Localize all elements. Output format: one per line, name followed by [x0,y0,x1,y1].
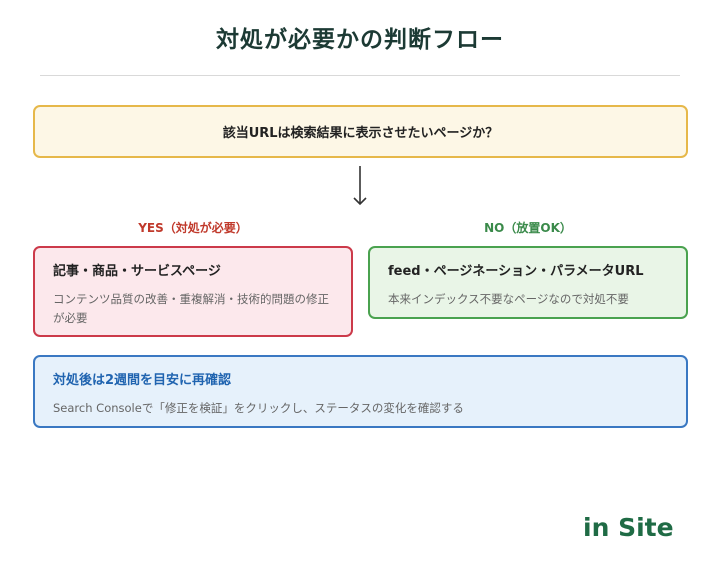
yes-box: 記事・商品・サービスページ コンテンツ品質の改善・重複解消・技術的問題の修正が必… [33,246,353,337]
followup-box: 対処後は2週間を目安に再確認 Search Consoleで「修正を検証」をクリ… [33,355,688,428]
followup-heading: 対処後は2週間を目安に再確認 [53,373,232,388]
no-description: 本来インデックス不要なページなので対処不要 [388,292,629,306]
no-label: NO（放置OK） [484,221,572,235]
yes-description: コンテンツ品質の改善・重複解消・技術的問題の修正が必要 [53,292,329,325]
yes-heading: 記事・商品・サービスページ [53,264,221,279]
page-title: 対処が必要かの判断フロー [216,27,504,53]
no-box: feed・ページネーション・パラメータURL 本来インデックス不要なページなので… [368,246,688,319]
yes-label: YES（対処が必要） [138,221,248,235]
down-arrow-icon [353,166,367,206]
divider [40,75,680,76]
logo: in Site [583,513,674,542]
followup-description: Search Consoleで「修正を検証」をクリックし、ステータスの変化を確認… [53,401,464,415]
question-text: 該当URLは検索結果に表示させたいページか？ [222,126,499,141]
no-heading: feed・ページネーション・パラメータURL [388,264,644,279]
question-box: 該当URLは検索結果に表示させたいページか？ [33,105,688,158]
